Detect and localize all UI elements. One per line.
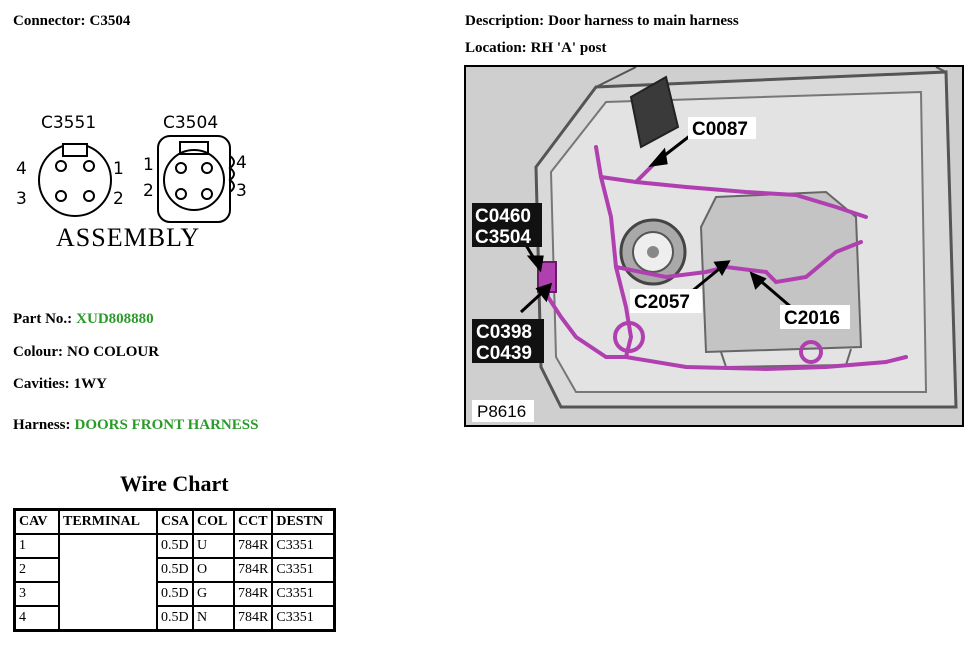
connector-assembly-drawing: C3551 C3504 4 1 3 2 1 4 2 3 ASSEMBLY (16, 113, 247, 252)
callout-arrows (519, 133, 792, 314)
svg-text:C3504: C3504 (475, 227, 531, 248)
cell-col: G (192, 581, 236, 607)
svg-text:C2016: C2016 (784, 308, 840, 329)
table-row: 3 0.5D G 784R C3351 (13, 581, 336, 607)
cell-terminal (58, 533, 158, 632)
grommet-icon (799, 340, 823, 364)
left-pin-label: 1 (113, 159, 124, 179)
connector-line: Connector: C3504 (13, 12, 130, 30)
right-connector-name: C3504 (163, 113, 218, 133)
cell-destn: C3351 (271, 557, 336, 583)
assembly-caption: ASSEMBLY (56, 223, 200, 252)
connector-label: Connector: (13, 13, 86, 29)
header-destn: DESTN (271, 508, 336, 535)
cell-cct: 784R (233, 533, 274, 559)
cell-col: O (192, 557, 236, 583)
header-col: COL (192, 508, 236, 535)
header-csa: CSA (155, 508, 195, 535)
header-cct: CCT (233, 508, 274, 535)
callout-c2016: C2016 (780, 305, 850, 329)
right-pin-label: 1 (143, 155, 154, 175)
harness-label: Harness: (13, 417, 71, 433)
description-line: Description: Door harness to main harnes… (465, 12, 739, 30)
harness-line: Harness: DOORS FRONT HARNESS (13, 416, 258, 434)
svg-text:C2057: C2057 (634, 292, 690, 313)
wire-chart-header-row: CAV TERMINAL CSA COL CCT DESTN (13, 508, 336, 535)
header-terminal: TERMINAL (58, 508, 158, 535)
svg-text:P8616: P8616 (477, 402, 526, 421)
part-no-line: Part No.: XUD808880 (13, 310, 154, 328)
cell-cct: 784R (233, 581, 274, 607)
reference-label: P8616 (472, 400, 534, 422)
colour-value: NO COLOUR (67, 344, 160, 360)
cell-destn: C3351 (271, 605, 336, 632)
location-value: RH 'A' post (530, 40, 607, 56)
svg-text:C0087: C0087 (692, 119, 748, 140)
right-pin-label: 2 (143, 181, 154, 201)
left-connector-face (38, 143, 112, 217)
cell-cav: 1 (13, 533, 60, 559)
callout-c0087: C0087 (688, 117, 756, 140)
right-connector-face (157, 135, 235, 223)
callout-c0460-c3504: C0460 C3504 (472, 203, 542, 248)
table-row: 1 0.5D U 784R C3351 (13, 533, 336, 632)
cell-csa: 0.5D (155, 581, 195, 607)
right-pin-label: 3 (236, 181, 247, 201)
right-pin-label: 4 (236, 153, 247, 173)
svg-text:C0439: C0439 (476, 343, 532, 364)
cell-cav: 2 (13, 557, 60, 583)
callout-c2057: C2057 (630, 289, 702, 313)
cell-csa: 0.5D (155, 533, 195, 559)
cell-cav: 3 (13, 581, 60, 607)
cell-cct: 784R (233, 605, 274, 632)
connector-value: C3504 (89, 13, 131, 29)
left-pin-label: 3 (16, 189, 27, 209)
svg-text:C0460: C0460 (475, 206, 531, 227)
header-cav: CAV (13, 508, 60, 535)
location-label: Location: (465, 40, 527, 56)
cell-destn: C3351 (271, 581, 336, 607)
table-row: 2 0.5D O 784R C3351 (13, 557, 336, 583)
left-pin-label: 4 (16, 159, 27, 179)
callout-c0398-c0439: C0398 C0439 (472, 319, 544, 364)
wire-chart-table: CAV TERMINAL CSA COL CCT DESTN 1 0.5D U … (13, 508, 337, 632)
description-label: Description: (465, 13, 545, 29)
cell-col: N (192, 605, 236, 632)
cell-csa: 0.5D (155, 557, 195, 583)
location-line: Location: RH 'A' post (465, 39, 607, 57)
cell-cct: 784R (233, 557, 274, 583)
description-value: Door harness to main harness (548, 13, 739, 29)
colour-line: Colour: NO COLOUR (13, 343, 159, 361)
door-illustration: C0087 C0460 C3504 C0398 C0439 C2057 C201… (466, 66, 962, 425)
cavities-value: 1WY (73, 376, 107, 392)
cell-csa: 0.5D (155, 605, 195, 632)
left-pin-label: 2 (113, 189, 124, 209)
left-connector-name: C3551 (41, 113, 96, 133)
wire-chart-title: Wire Chart (120, 471, 229, 496)
speaker-icon (619, 218, 687, 286)
svg-text:C0398: C0398 (476, 322, 532, 343)
cell-col: U (192, 533, 236, 559)
grommet-icon (613, 321, 645, 353)
table-row: 4 0.5D N 784R C3351 (13, 605, 336, 632)
colour-label: Colour: (13, 344, 63, 360)
cell-destn: C3351 (271, 533, 336, 559)
door-harness-diagram: C0087 C0460 C3504 C0398 C0439 C2057 C201… (464, 65, 964, 427)
cell-cav: 4 (13, 605, 60, 632)
part-no-value: XUD808880 (76, 311, 154, 327)
cavities-label: Cavities: (13, 376, 70, 392)
part-no-label: Part No.: (13, 311, 73, 327)
harness-value: DOORS FRONT HARNESS (74, 417, 259, 433)
cavities-line: Cavities: 1WY (13, 375, 107, 393)
